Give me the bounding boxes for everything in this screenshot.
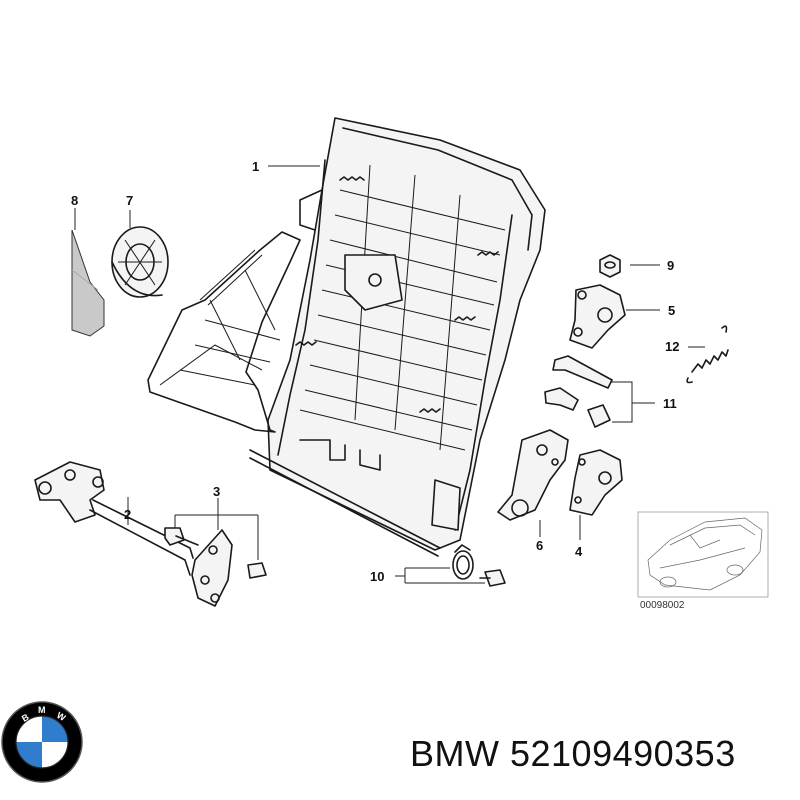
part-8-cover bbox=[71, 229, 105, 337]
part-6-hinge-plate bbox=[497, 429, 569, 521]
part-11-bolts bbox=[544, 355, 613, 428]
callout-7: 7 bbox=[126, 193, 133, 208]
svg-text:M: M bbox=[38, 705, 46, 715]
callout-10: 10 bbox=[370, 569, 384, 584]
callout-4: 4 bbox=[575, 544, 583, 559]
callout-1: 1 bbox=[252, 159, 259, 174]
part-10-spring-bolt bbox=[452, 544, 506, 587]
callout-3: 3 bbox=[213, 484, 220, 499]
callout-9: 9 bbox=[667, 258, 674, 273]
part-4-hinge-plate bbox=[569, 449, 623, 516]
part-9-nut bbox=[599, 254, 621, 278]
seat-back-frame bbox=[249, 117, 546, 557]
wire-frame bbox=[147, 231, 301, 433]
bmw-logo: B M W bbox=[1, 701, 83, 783]
callout-2: 2 bbox=[124, 507, 131, 522]
callout-8: 8 bbox=[71, 193, 78, 208]
svg-text:B: B bbox=[20, 712, 31, 724]
part-5-hinge-plate bbox=[569, 284, 626, 349]
callout-labels: 1 2 3 4 5 6 7 8 9 10 11 12 bbox=[71, 159, 679, 584]
reference-thumbnail: 00098002 bbox=[637, 511, 769, 611]
callout-12: 12 bbox=[665, 339, 679, 354]
part-7-disc bbox=[111, 226, 169, 298]
callout-6: 6 bbox=[536, 538, 543, 553]
reference-caption: 00098002 bbox=[640, 600, 685, 611]
callout-5: 5 bbox=[668, 303, 675, 318]
part-2-hinge-arm bbox=[34, 461, 194, 576]
leader-lines bbox=[74, 165, 705, 584]
car-outline bbox=[647, 517, 763, 591]
callout-11: 11 bbox=[663, 396, 677, 411]
part-12-spring bbox=[686, 325, 729, 384]
part-3-bracket bbox=[164, 527, 267, 607]
brand-part-label: BMW 52109490353 bbox=[410, 733, 736, 774]
